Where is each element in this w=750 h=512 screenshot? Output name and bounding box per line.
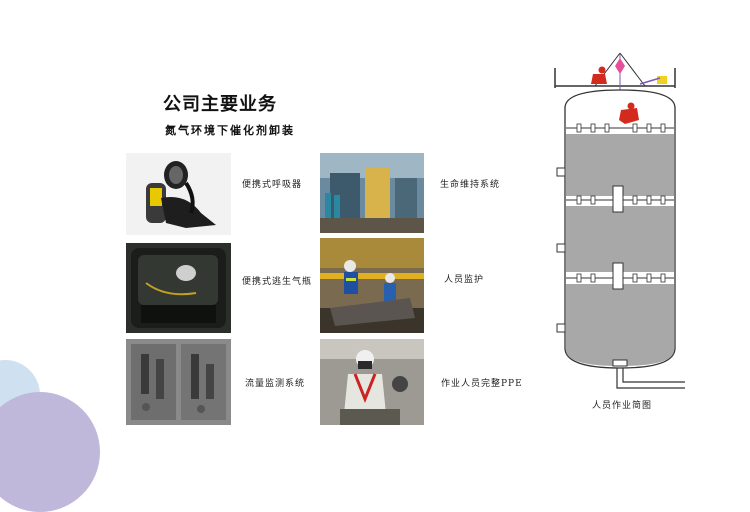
caption-breathing-apparatus: 便携式呼吸器 <box>242 180 303 190</box>
decor-bubble-lavender <box>0 392 100 512</box>
photo-breathing-apparatus <box>126 153 231 235</box>
photo-personnel-monitoring <box>320 238 424 333</box>
diagram-caption: 人员作业简图 <box>592 401 653 411</box>
page-title: 公司主要业务 <box>163 94 277 115</box>
photo-life-support-system <box>320 153 424 233</box>
photo-worker-full-ppe <box>320 339 424 425</box>
caption-flow-monitoring: 流量监测系统 <box>245 379 306 389</box>
caption-personnel-monitoring: 人员监护 <box>444 275 485 285</box>
caption-worker-full-ppe: 作业人员完整PPE <box>441 379 523 389</box>
page-subtitle: 氮气环境下催化剂卸装 <box>165 124 295 137</box>
caption-life-support-system: 生命维持系统 <box>440 180 501 190</box>
caption-escape-cylinder: 便携式逃生气瓶 <box>242 277 313 287</box>
reactor-work-diagram <box>545 48 705 398</box>
photo-flow-monitoring <box>126 339 231 425</box>
photo-escape-cylinder-case <box>126 243 231 333</box>
